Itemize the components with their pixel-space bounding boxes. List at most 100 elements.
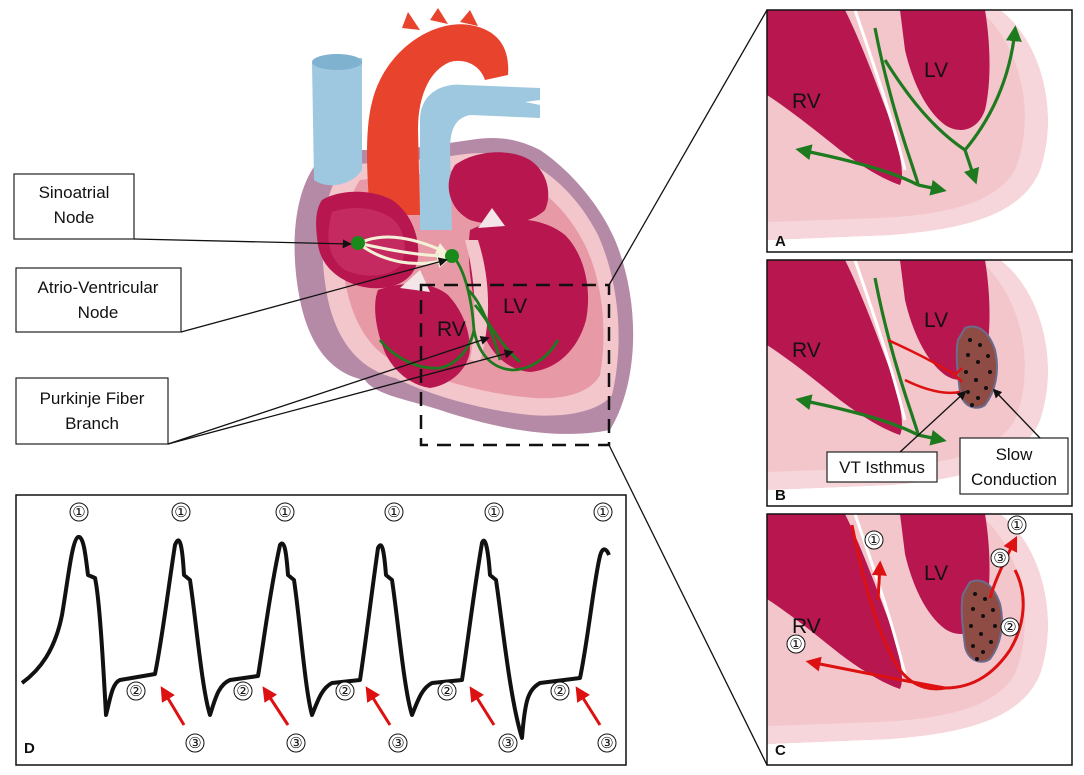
zoom-region-box xyxy=(419,283,611,447)
callout-av-line2: Node xyxy=(78,303,119,322)
callout-box xyxy=(15,377,169,445)
d-mark-3-2: ③ xyxy=(289,735,302,752)
callout-slow-conduction: Slow Conduction xyxy=(959,388,1069,495)
aorta-arch-top xyxy=(402,8,478,30)
callout-sinoatrial: Sinoatrial Node xyxy=(13,173,352,249)
rv-myocardium-c xyxy=(767,514,902,689)
outer-band-c xyxy=(767,514,1048,744)
panel-c-marks: ① ① ① ② ③ xyxy=(786,515,1027,654)
reentry-arrows-c xyxy=(805,524,1025,691)
heart-lv-label: LV xyxy=(503,295,527,318)
scar-dots-c xyxy=(969,592,997,661)
valve-mitral xyxy=(478,208,505,228)
leader-line xyxy=(167,349,514,445)
d-mark-1-6: ① xyxy=(596,504,609,521)
outer-wall-a xyxy=(767,10,1072,252)
mark-c-1a: ① xyxy=(867,532,880,549)
block-arrows-b xyxy=(887,338,963,395)
panel-b: RV LV B VT Isthmus Slow Conduction xyxy=(766,259,1073,507)
vt-isthmus-label: VT Isthmus xyxy=(839,458,925,477)
left-atrium xyxy=(448,152,549,225)
callout-box xyxy=(826,451,938,483)
callout-box xyxy=(15,267,182,333)
leader-line xyxy=(899,390,967,453)
scar-dots-b xyxy=(964,338,992,407)
conduction-arrows-b xyxy=(795,277,947,446)
callout-pf-line1: Purkinje Fiber xyxy=(40,389,145,408)
panel-a-border xyxy=(766,9,1073,253)
d-mark-1-4: ① xyxy=(387,504,400,521)
valve-tricuspid xyxy=(400,270,430,292)
callout-pf-line2: Branch xyxy=(65,414,119,433)
slow-line1: Slow xyxy=(996,445,1034,464)
d-mark-1-2: ① xyxy=(174,504,187,521)
d-mark-3-3: ③ xyxy=(391,735,404,752)
zoom-connector-bottom xyxy=(608,444,768,766)
d-mark-1-1: ① xyxy=(72,504,85,521)
panel-c-rv: RV xyxy=(792,615,821,638)
lv-myocardium-a xyxy=(900,10,990,130)
panel-b-rv: RV xyxy=(792,339,821,362)
panel-d-mid-marks: ② ② ② ② ② xyxy=(126,681,570,701)
vena-cava xyxy=(312,58,362,186)
panel-a: RV LV A xyxy=(766,9,1073,253)
d-mark-3-4: ③ xyxy=(501,735,514,752)
panel-a-lv: LV xyxy=(924,59,948,82)
aorta xyxy=(367,24,509,216)
d-mark-2-5: ② xyxy=(553,683,566,700)
panel-a-rv: RV xyxy=(792,90,821,113)
callout-av-node: Atrio-Ventricular Node xyxy=(15,257,448,333)
d-mark-1-3: ① xyxy=(278,504,291,521)
callout-sa-line1: Sinoatrial xyxy=(39,183,110,202)
leader-line xyxy=(167,335,490,445)
zoom-connector-top xyxy=(608,9,768,286)
atrioventricular-node xyxy=(445,249,459,263)
mark-c-2: ② xyxy=(1003,619,1016,636)
panel-d-top-marks: ① ① ① ① ① ① xyxy=(69,502,613,522)
heart-rv-label: RV xyxy=(437,318,466,341)
leader-line xyxy=(992,388,1041,439)
purkinje-fibers xyxy=(378,255,560,372)
right-ventricle xyxy=(375,283,470,388)
mark-c-1b: ① xyxy=(789,636,802,653)
callout-box xyxy=(13,173,135,240)
panel-d-red-arrows xyxy=(160,686,602,726)
callout-box xyxy=(959,437,1069,495)
callout-purkinje: Purkinje Fiber Branch xyxy=(15,335,514,445)
conduction-arrows-a xyxy=(795,25,1022,196)
septum-line-b xyxy=(853,260,907,421)
septum-line-c xyxy=(853,514,907,675)
panel-c-letter: C xyxy=(775,742,786,759)
panel-d-bottom-marks: ③ ③ ③ ③ ③ xyxy=(185,733,617,753)
panel-c: RV LV C ① ① ① ② ③ xyxy=(766,513,1073,766)
callout-av-line1: Atrio-Ventricular xyxy=(38,278,159,297)
d-mark-2-4: ② xyxy=(440,683,453,700)
panel-b-border xyxy=(766,259,1073,507)
leader-line xyxy=(133,238,352,249)
outer-wall-c xyxy=(767,514,1072,765)
panel-c-lv: LV xyxy=(924,562,948,585)
mark-c-1c: ① xyxy=(1010,517,1023,534)
d-mark-1-5: ① xyxy=(487,504,500,521)
panel-b-lv: LV xyxy=(924,309,948,332)
panel-b-letter: B xyxy=(775,487,786,504)
septum-line-a xyxy=(853,10,907,171)
panel-d-letter: D xyxy=(24,740,35,757)
left-ventricle xyxy=(468,219,589,372)
panel-d-border xyxy=(15,494,627,766)
d-mark-3-5: ③ xyxy=(600,735,613,752)
d-mark-2-3: ② xyxy=(338,683,351,700)
heart-illustration: RV LV xyxy=(294,8,634,434)
panel-d: D ① ① ① ① ① ① ② ② ② ② ② xyxy=(15,494,627,766)
rv-myocardium-a xyxy=(767,10,902,185)
panel-a-letter: A xyxy=(775,233,786,250)
d-mark-2-1: ② xyxy=(129,683,142,700)
mark-c-3: ③ xyxy=(993,550,1006,567)
rv-myocardium-b xyxy=(767,260,902,435)
vena-cava-opening xyxy=(312,54,362,70)
scar-region-c xyxy=(960,579,1003,663)
callout-sa-line2: Node xyxy=(54,208,95,227)
d-mark-2-2: ② xyxy=(236,683,249,700)
d-mark-3-1: ③ xyxy=(188,735,201,752)
